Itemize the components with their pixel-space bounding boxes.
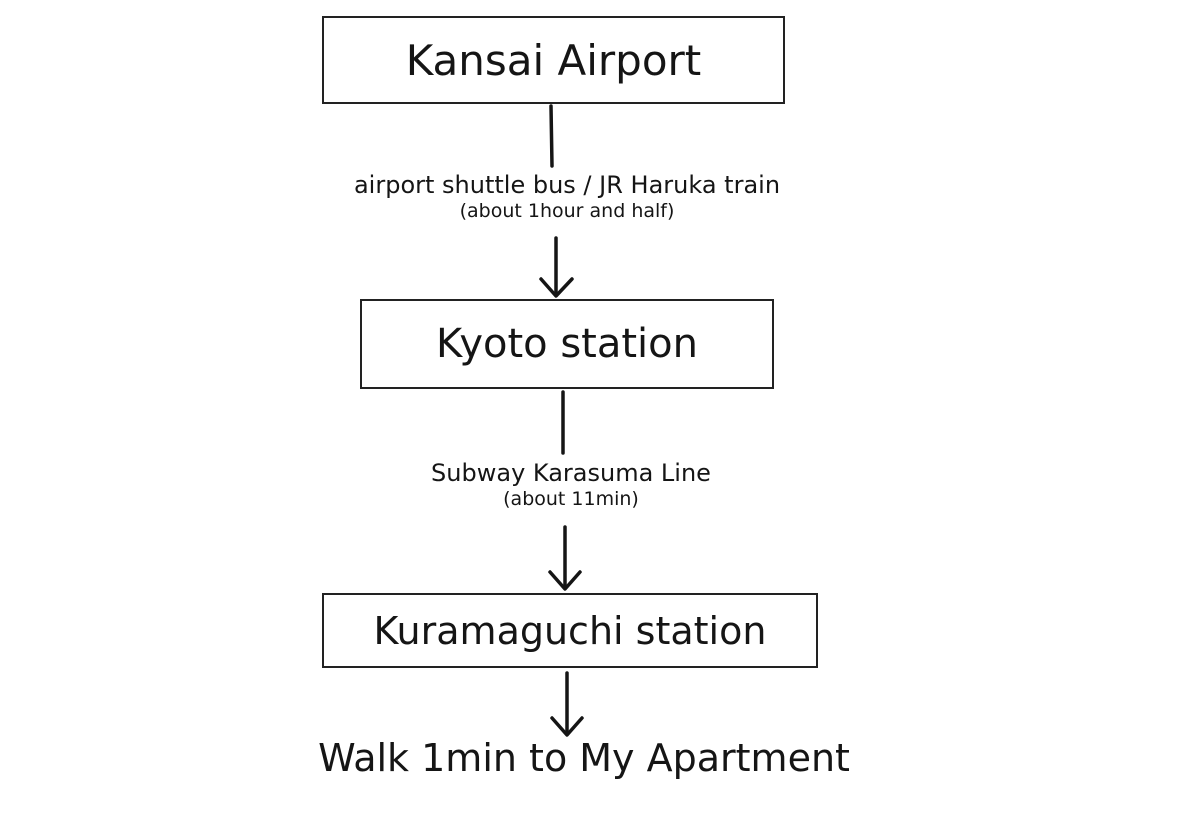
leg-2-mode: Subway Karasuma Line bbox=[431, 459, 711, 487]
kuramaguchi-station-label: Kuramaguchi station bbox=[373, 608, 767, 653]
leg-2-label: Subway Karasuma Line (about 11min) bbox=[431, 459, 711, 511]
kansai-airport-label: Kansai Airport bbox=[405, 35, 702, 85]
leg-1-mode: airport shuttle bus / JR Haruka train bbox=[353, 171, 781, 199]
leg-2-duration: (about 11min) bbox=[503, 487, 639, 510]
leg-1-label: airport shuttle bus / JR Haruka train (a… bbox=[354, 171, 780, 223]
arrow-head-to-kyoto bbox=[539, 277, 574, 298]
kansai-airport-node: Kansai Airport bbox=[322, 16, 785, 104]
kuramaguchi-station-node: Kuramaguchi station bbox=[322, 593, 818, 668]
kyoto-station-label: Kyoto station bbox=[436, 321, 698, 367]
connector-kansai-line bbox=[549, 104, 554, 168]
arrow-head-to-kuramaguchi bbox=[548, 570, 582, 591]
arrow-head-to-apartment bbox=[550, 716, 584, 737]
leg-1-duration: (about 1hour and half) bbox=[459, 199, 675, 222]
kyoto-station-node: Kyoto station bbox=[360, 299, 774, 389]
final-step-text: Walk 1min to My Apartment bbox=[318, 736, 850, 780]
